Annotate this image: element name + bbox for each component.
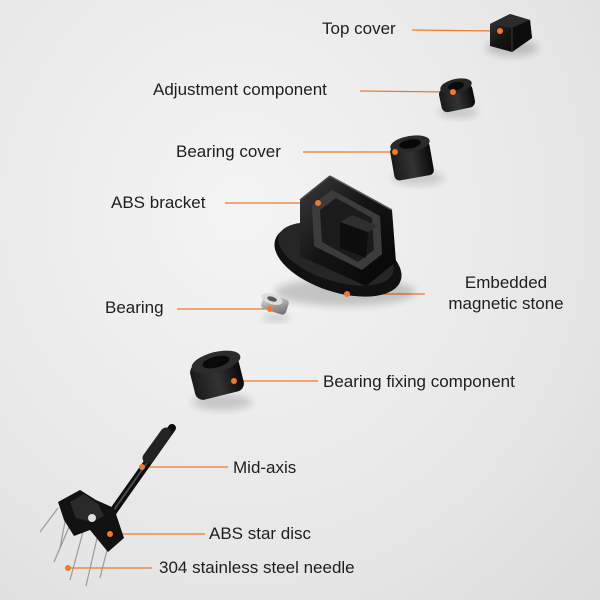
marker-embedded-magnetic-stone	[344, 291, 350, 297]
label-abs-bracket: ABS bracket	[111, 193, 206, 212]
top-cover-part	[486, 14, 538, 56]
leader-adjustment-component	[359, 90, 451, 93]
marker-top-cover	[497, 28, 503, 34]
marker-abs-bracket	[315, 200, 321, 206]
label-embedded-magnetic-stone: Embedded magnetic stone	[448, 273, 564, 313]
marker-needle	[65, 565, 71, 571]
label-top-cover: Top cover	[322, 19, 396, 38]
label-bearing: Bearing	[105, 298, 164, 317]
label-abs-star-disc: ABS star disc	[209, 524, 312, 543]
marker-bearing-fixing-component	[231, 378, 237, 384]
marker-adjustment-component	[450, 89, 456, 95]
label-adjustment-component: Adjustment component	[153, 80, 327, 99]
adjustment-component-part	[438, 78, 478, 118]
label-bearing-fixing-component: Bearing fixing component	[323, 372, 515, 391]
label-bearing-cover: Bearing cover	[176, 142, 281, 161]
leader-top-cover	[411, 29, 498, 32]
marker-mid-axis	[139, 464, 145, 470]
label-mid-axis: Mid-axis	[233, 458, 297, 477]
bearing-cover-part	[390, 135, 444, 185]
marker-bearing-cover	[392, 149, 398, 155]
abs-bracket-part	[274, 175, 415, 306]
abs-star-disc-part	[39, 490, 124, 587]
marker-abs-star-disc	[107, 531, 113, 537]
marker-bearing	[267, 306, 273, 312]
label-needle: 304 stainless steel needle	[159, 558, 355, 577]
bearing-fixing-component-part	[190, 350, 252, 410]
label-markers	[65, 28, 503, 571]
